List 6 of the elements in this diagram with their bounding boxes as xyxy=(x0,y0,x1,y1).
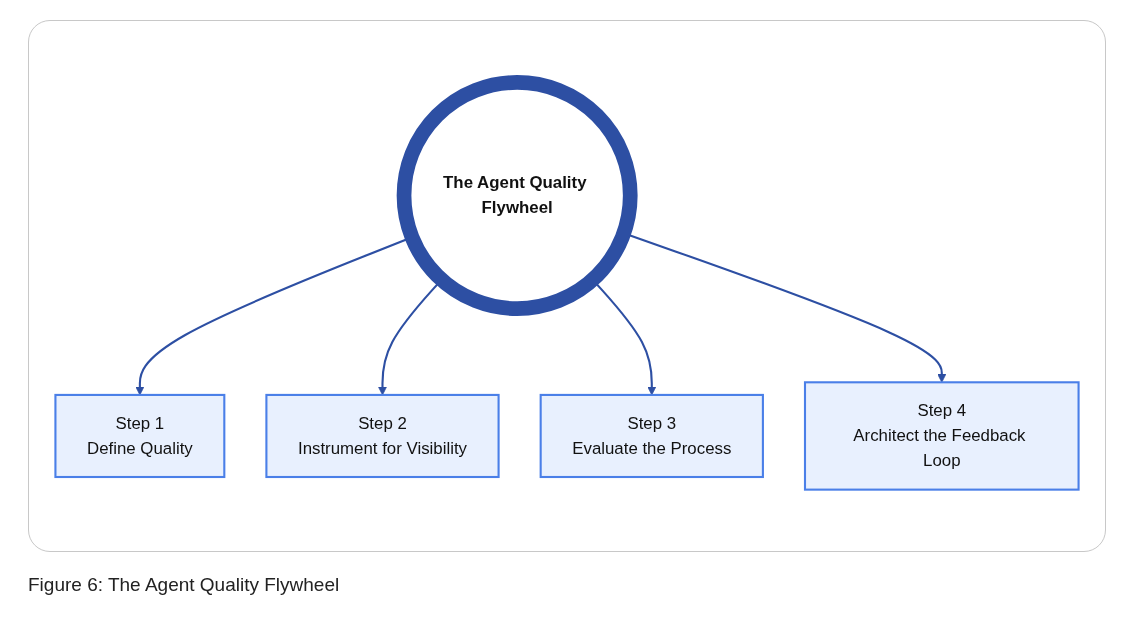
node-circle: The Agent Quality Flywheel xyxy=(396,75,638,316)
node-box: Step 4 Architect the Feedback Loop xyxy=(803,381,1080,491)
node-box: Step 3 Evaluate the Process xyxy=(539,393,764,479)
node-box: Step 2 Instrument for Visibility xyxy=(265,393,500,479)
figure-caption: Figure 6: The Agent Quality Flywheel xyxy=(28,574,340,596)
node-box: Step 1 Define Quality xyxy=(54,393,226,479)
